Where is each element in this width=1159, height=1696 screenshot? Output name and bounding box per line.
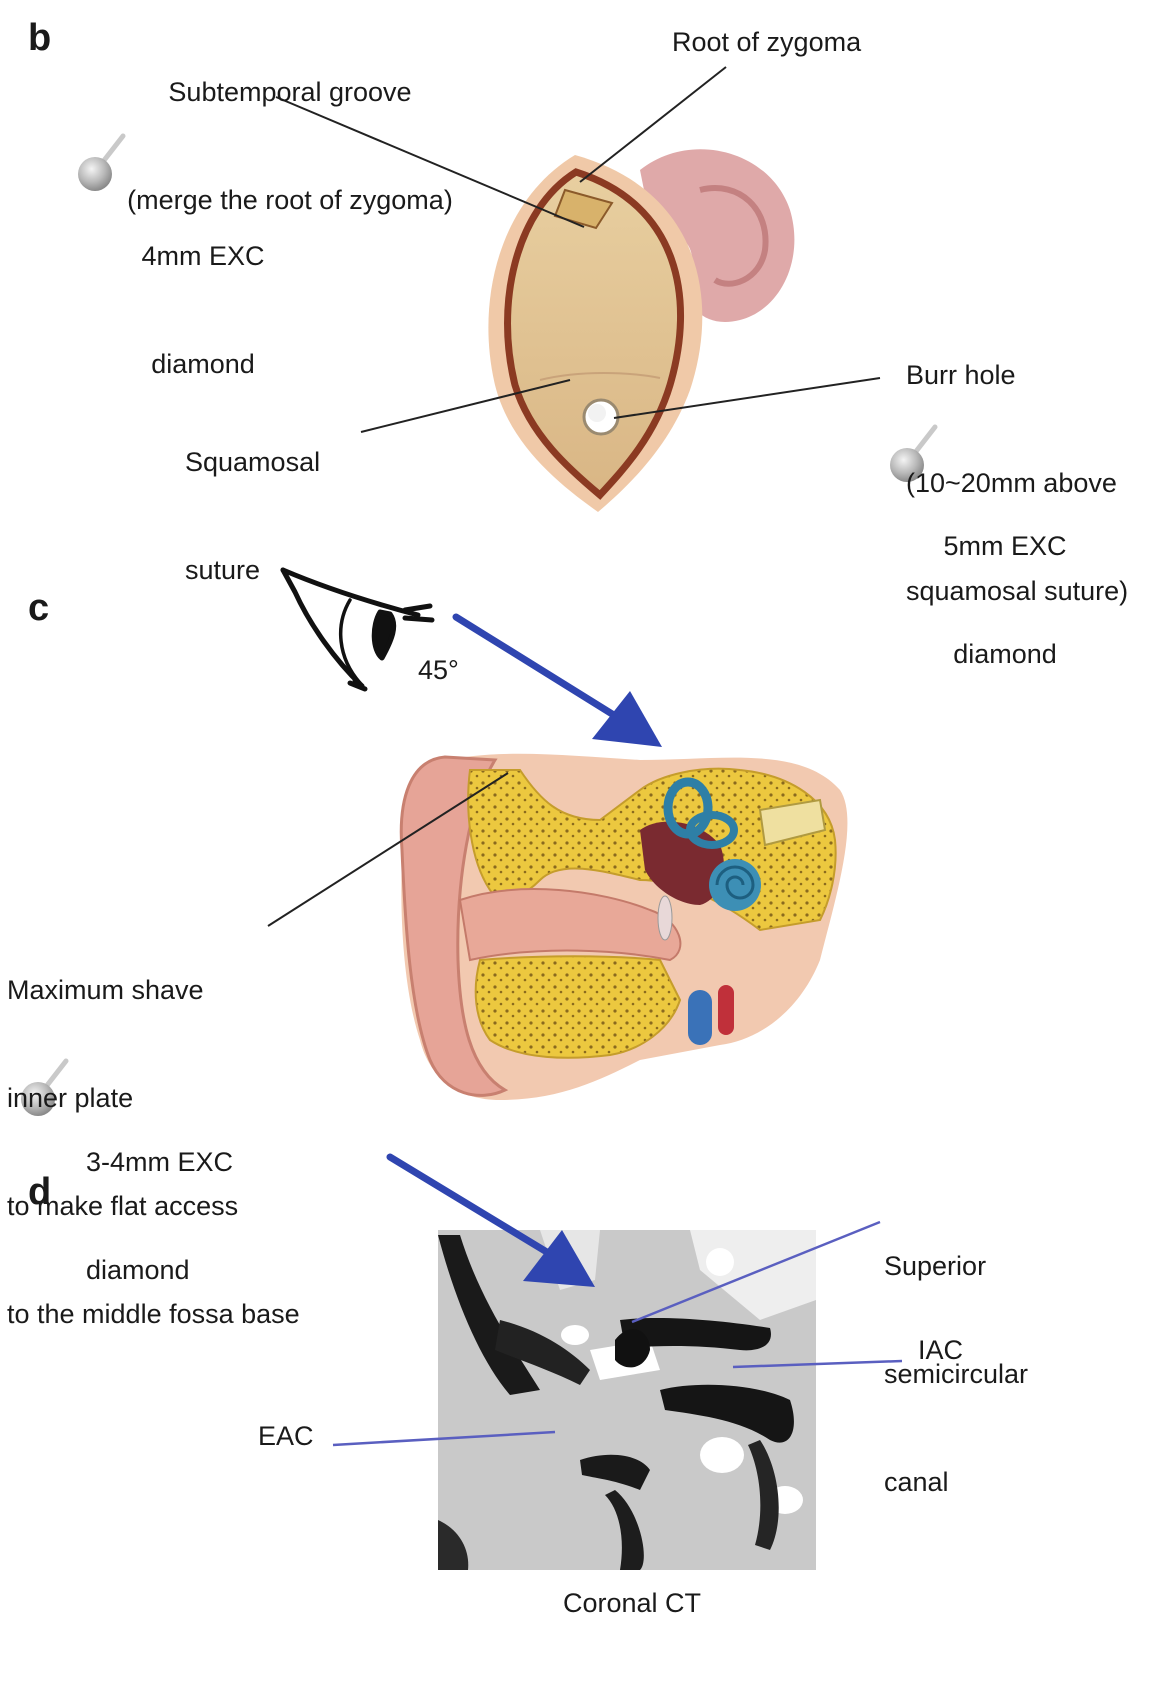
diamond-burr-icon [78,133,126,191]
label-subtemporal-groove: Subtemporal groove (merge the root of zy… [127,77,453,215]
label-root-of-zygoma: Root of zygoma [672,27,862,57]
caption-coronal-ct: Coronal CT [562,1588,702,1618]
panel-label-d: d [28,1171,52,1213]
leader-lines-d [332,1220,903,1447]
label-angle: 45° [418,655,459,685]
ear-anatomy-illustration [399,753,848,1100]
leader-line-shave [267,772,509,927]
arrow-icon [452,613,662,747]
label-superior-semicircular-canal: Superior semicircular canal [884,1251,1029,1497]
label-burr-hole: Burr hole (10~20mm above squamosal sutur… [906,360,1129,606]
arrow-icon [386,1153,595,1287]
leader-lines-b [275,66,881,433]
craniotomy-illustration [488,149,795,512]
label-drill-3-4mm: 3-4mm EXC diamond [86,1147,234,1285]
panel-label-b: b [28,17,52,59]
label-drill-4mm: 4mm EXC diamond [141,241,265,379]
label-maximum-shave: Maximum shave inner plate to make flat a… [7,975,300,1329]
label-iac: IAC [918,1335,964,1365]
label-drill-5mm: 5mm EXC diamond [943,531,1067,669]
label-squamosal-suture: Squamosal suture [185,447,321,585]
diamond-burr-icon [890,424,938,482]
diamond-burr-icon [21,1058,69,1116]
coronal-ct-image [438,1230,816,1570]
label-eac: EAC [258,1421,314,1451]
panel-label-c: c [28,587,50,629]
eye-icon [280,567,435,692]
